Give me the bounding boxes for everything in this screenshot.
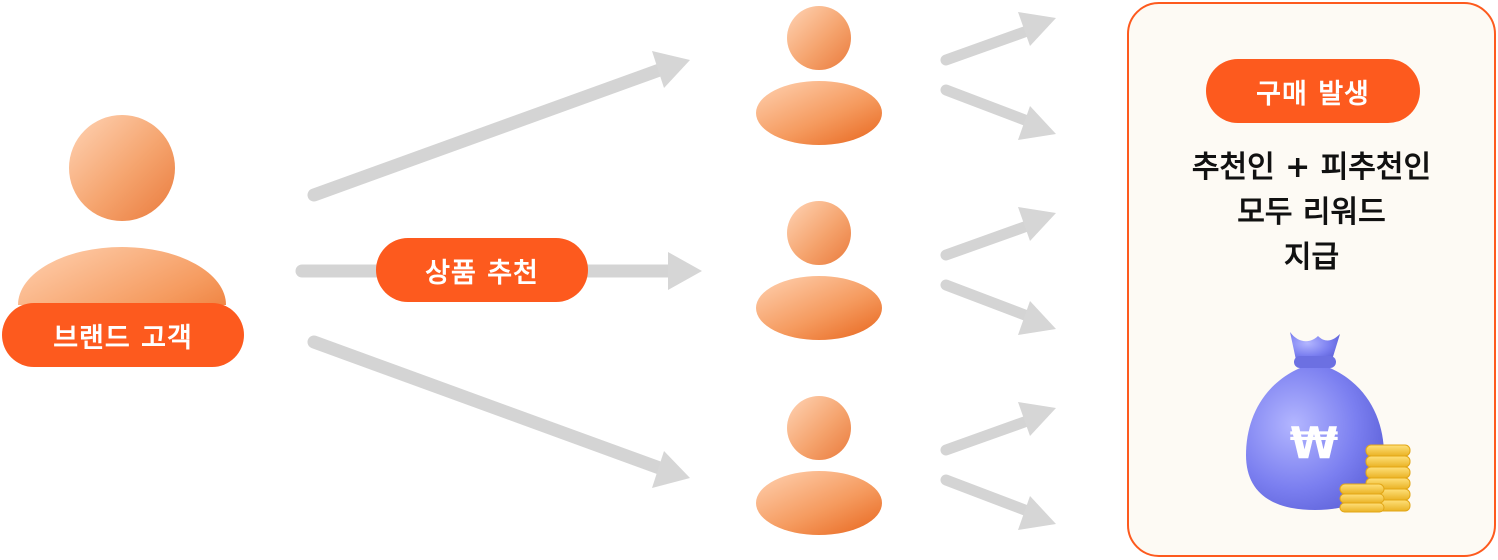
split-arrow-heads [1018,12,1056,530]
reward-line: 모두 리워드 [1237,195,1386,230]
coin-stack-small-icon [1339,483,1385,513]
purchase-label: 구매 발생 [1206,59,1420,123]
brand-customer-label: 브랜드 고객 [2,303,244,367]
brand-customer-icon [18,115,226,305]
recommended-person-icon [756,396,882,535]
reward-line: 추천인 + 피추천인 [1191,150,1432,185]
arrow-up-icon [307,51,690,202]
reward-description: 추천인 + 피추천인 모두 리워드 지급 [1127,145,1496,280]
currency-symbol: ₩ [1290,418,1339,469]
main-arrows [295,51,702,488]
reward-line: 지급 [1283,240,1340,275]
recommended-person-icon [756,201,882,340]
arrow-down-icon [307,335,690,488]
recommended-person-icon [756,6,882,145]
product-recommendation-label: 상품 추천 [376,238,588,302]
split-arrows [940,24,1036,518]
money-bag-icon: ₩ [1246,332,1384,510]
